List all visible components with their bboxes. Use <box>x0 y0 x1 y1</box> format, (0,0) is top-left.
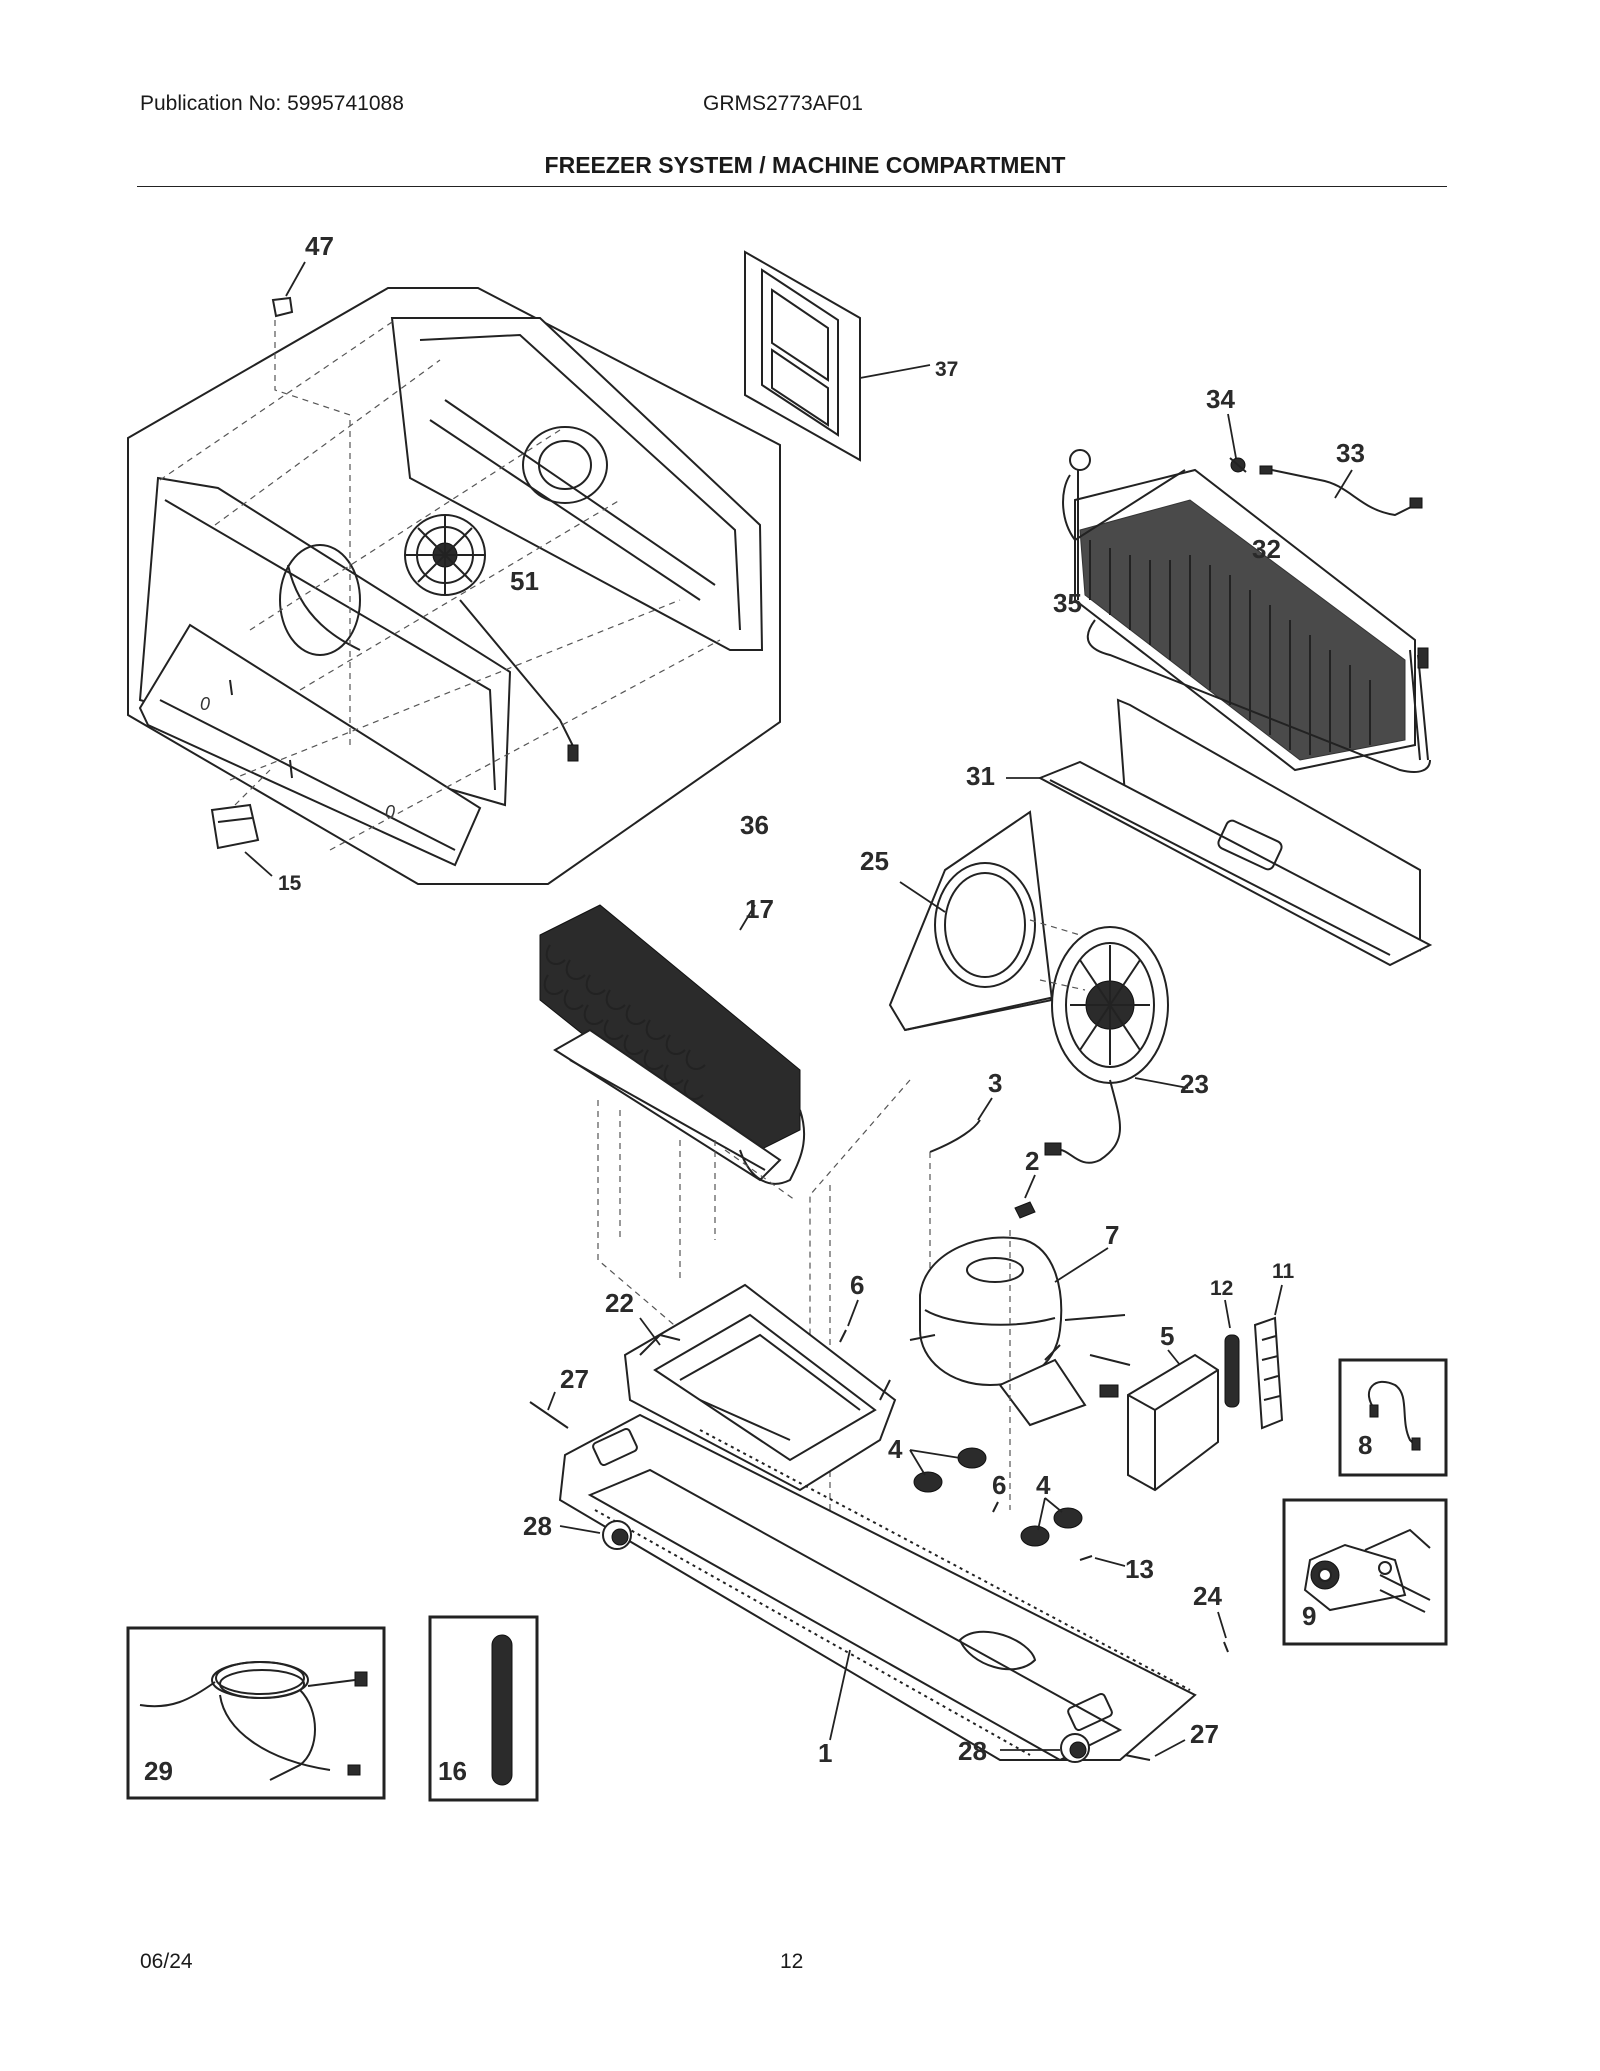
callout-29: 29 <box>144 1756 173 1786</box>
callout-4-right: 4 <box>1036 1470 1051 1500</box>
callout-6-lower: 6 <box>992 1470 1006 1500</box>
part-33-wire <box>1259 465 1423 517</box>
part-47 <box>271 261 306 318</box>
callout-47: 47 <box>305 231 334 261</box>
callout-51: 51 <box>510 566 539 596</box>
svg-text:0: 0 <box>200 694 210 714</box>
box-part-16 <box>428 1615 539 1802</box>
foot-28-left <box>559 1520 632 1550</box>
callout-4-left: 4 <box>888 1434 903 1464</box>
callout-22: 22 <box>605 1288 634 1318</box>
compressor-7 <box>909 1230 1126 1510</box>
part-11 <box>1253 1284 1284 1430</box>
callout-27-left: 27 <box>560 1364 589 1394</box>
base-pan-1 <box>558 1413 1197 1762</box>
callout-5: 5 <box>1160 1321 1174 1351</box>
callout-3: 3 <box>988 1068 1002 1098</box>
grommets-4 <box>909 1447 1083 1547</box>
callout-31: 31 <box>966 761 995 791</box>
callout-11: 11 <box>1272 1260 1295 1283</box>
box-part-29 <box>126 1626 386 1800</box>
part-3 <box>929 1097 993 1290</box>
callout-6-top: 6 <box>850 1270 864 1300</box>
callout-8: 8 <box>1358 1430 1372 1460</box>
svg-text:0: 0 <box>385 802 395 822</box>
callout-28-left: 28 <box>523 1511 552 1541</box>
callout-28-right: 28 <box>958 1736 987 1766</box>
screw-6-lower <box>992 1501 999 1513</box>
callout-1: 1 <box>818 1738 832 1768</box>
shroud-25 <box>888 810 1061 1032</box>
callout-16: 16 <box>438 1756 467 1786</box>
page-title: FREEZER SYSTEM / MACHINE COMPARTMENT <box>544 152 1066 178</box>
drain-pan-31 <box>1006 698 1433 967</box>
callout-25: 25 <box>860 846 889 876</box>
fan-motor-23 <box>1029 919 1189 1164</box>
box-part-8 <box>1338 1358 1448 1477</box>
foot-28-right <box>1000 1733 1090 1763</box>
callout-32: 32 <box>1252 534 1281 564</box>
callout-34: 34 <box>1206 384 1235 414</box>
part-2 <box>1014 1174 1036 1219</box>
callout-13: 13 <box>1125 1554 1154 1584</box>
callout-33: 33 <box>1336 438 1365 468</box>
electrical-box-5 <box>1089 1349 1219 1492</box>
callout-9: 9 <box>1302 1601 1316 1631</box>
fan-motor-51 <box>404 514 579 762</box>
title-divider <box>137 186 1447 187</box>
condenser-17 <box>539 904 806 1185</box>
screw-6-top <box>839 1299 859 1343</box>
callout-27-right: 27 <box>1190 1719 1219 1749</box>
base-tray-22 <box>623 1283 897 1492</box>
part-34-clip <box>1227 413 1247 473</box>
callout-15: 15 <box>278 872 302 895</box>
callout-labels: 47 37 34 33 32 35 51 36 15 31 25 17 23 3… <box>144 231 1372 1786</box>
evaporator-32 <box>1062 449 1431 773</box>
screw-24 <box>1217 1611 1229 1653</box>
part-37-frame <box>744 250 931 462</box>
footer-date: 06/24 <box>140 1950 193 1973</box>
evaporator-cover-assembly: 0 0 <box>127 287 781 885</box>
callout-12: 12 <box>1210 1277 1233 1300</box>
part-12 <box>1224 1299 1240 1408</box>
box-part-9 <box>1282 1498 1448 1646</box>
callout-2: 2 <box>1025 1146 1039 1176</box>
callout-17: 17 <box>745 894 774 924</box>
model-number: GRMS2773AF01 <box>703 92 863 115</box>
part-15 <box>210 769 273 877</box>
callout-37: 37 <box>935 358 958 381</box>
callout-36: 36 <box>740 810 769 840</box>
callout-35: 35 <box>1053 588 1082 618</box>
publication-number: Publication No: 5995741088 <box>140 92 404 115</box>
page-number: 12 <box>780 1950 804 1973</box>
callout-23: 23 <box>1180 1069 1209 1099</box>
screw-13 <box>1079 1555 1126 1567</box>
callout-7: 7 <box>1105 1220 1119 1250</box>
callout-24: 24 <box>1193 1581 1222 1611</box>
pin-27-left <box>529 1391 569 1429</box>
